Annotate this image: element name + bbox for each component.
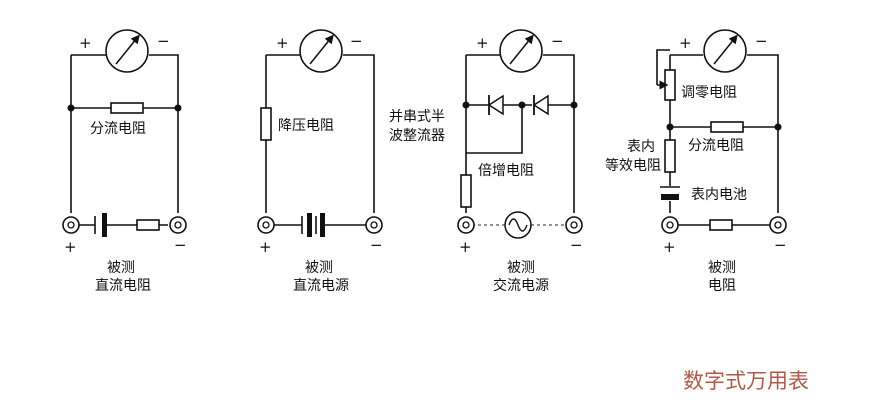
- meter-plus-sign: +: [276, 34, 289, 52]
- equivalent-resistor-label-line2: 等效电阻: [605, 157, 661, 174]
- zero-adjust-potentiometer: [657, 69, 676, 101]
- circuit-dc-voltage: + − 降压电阻 + − 被测 直流电源: [257, 29, 383, 294]
- caption-line1: 被测: [107, 260, 135, 276]
- caption-line2: 交流电源: [493, 277, 549, 294]
- ac-source: [504, 211, 532, 239]
- terminal-plus: [661, 216, 679, 234]
- meter-minus-sign: −: [755, 32, 768, 50]
- terminal-minus-sign: −: [570, 236, 583, 254]
- caption-line1: 被测: [708, 260, 736, 276]
- shunt-resistor: [710, 121, 744, 133]
- zero-adjust-label: 调零电阻: [681, 85, 737, 101]
- shunt-resistor: [110, 102, 144, 114]
- battery: [94, 213, 107, 237]
- equivalent-resistor: [664, 139, 676, 173]
- meter: [105, 29, 149, 73]
- caption-line1: 被测: [305, 260, 333, 276]
- caption-line1: 被测: [507, 260, 535, 276]
- resistor-under-test: [709, 219, 733, 231]
- caption-line2: 直流电源: [293, 277, 349, 294]
- resistor: [136, 219, 160, 231]
- terminal-minus-sign: −: [774, 236, 787, 254]
- terminal-minus: [769, 216, 787, 234]
- watermark: 数字式万用表: [683, 369, 809, 393]
- meter: [703, 29, 747, 73]
- rectifier-label-line2: 波整流器: [389, 128, 445, 144]
- meter-minus-sign: −: [350, 32, 363, 50]
- circuit-ohmmeter: + − 调零电阻 分流电阻 表内 等效电阻 表内电池 + − 被测 电阻: [605, 29, 787, 294]
- caption-line2: 直流电阻: [95, 277, 151, 294]
- terminal-minus: [565, 216, 583, 234]
- equivalent-resistor-label-line1: 表内: [627, 139, 655, 155]
- meter: [299, 29, 343, 73]
- caption-line2: 电阻: [708, 278, 736, 294]
- terminal-plus-sign: +: [64, 238, 77, 256]
- circuit-ac-voltage: + − 并串式半 波整流器 倍增电阻 + − 被测 交流: [389, 29, 583, 294]
- shunt-resistor-label: 分流电阻: [688, 138, 744, 154]
- meter-minus-sign: −: [551, 32, 564, 50]
- diode-1: [487, 94, 504, 116]
- diode-2: [532, 94, 549, 116]
- meter-plus-sign: +: [679, 34, 692, 52]
- multiplier-resistor-label: 倍增电阻: [478, 163, 534, 179]
- terminal-minus-sign: −: [370, 236, 383, 254]
- terminal-plus-sign: +: [259, 238, 272, 256]
- terminal-minus: [169, 216, 187, 234]
- rectifier-label-line1: 并串式半: [389, 109, 445, 125]
- terminal-plus-sign: +: [663, 238, 676, 256]
- terminal-plus: [457, 216, 475, 234]
- circuit-dc-current: + − 分流电阻 + − 被测 直流电阻: [62, 29, 187, 294]
- battery: [301, 213, 325, 237]
- shunt-resistor-label: 分流电阻: [90, 121, 146, 137]
- internal-battery: [660, 186, 680, 200]
- terminal-plus: [62, 216, 80, 234]
- dropping-resistor-label: 降压电阻: [278, 118, 334, 134]
- meter-plus-sign: +: [476, 34, 489, 52]
- terminal-plus: [257, 216, 275, 234]
- terminal-minus: [365, 216, 383, 234]
- dropping-resistor: [260, 107, 272, 141]
- multiplier-resistor: [460, 174, 472, 208]
- meter-plus-sign: +: [79, 34, 92, 52]
- meter-minus-sign: −: [157, 32, 170, 50]
- terminal-minus-sign: −: [174, 236, 187, 254]
- terminal-plus-sign: +: [459, 238, 472, 256]
- internal-battery-label: 表内电池: [691, 187, 747, 203]
- meter: [499, 29, 543, 73]
